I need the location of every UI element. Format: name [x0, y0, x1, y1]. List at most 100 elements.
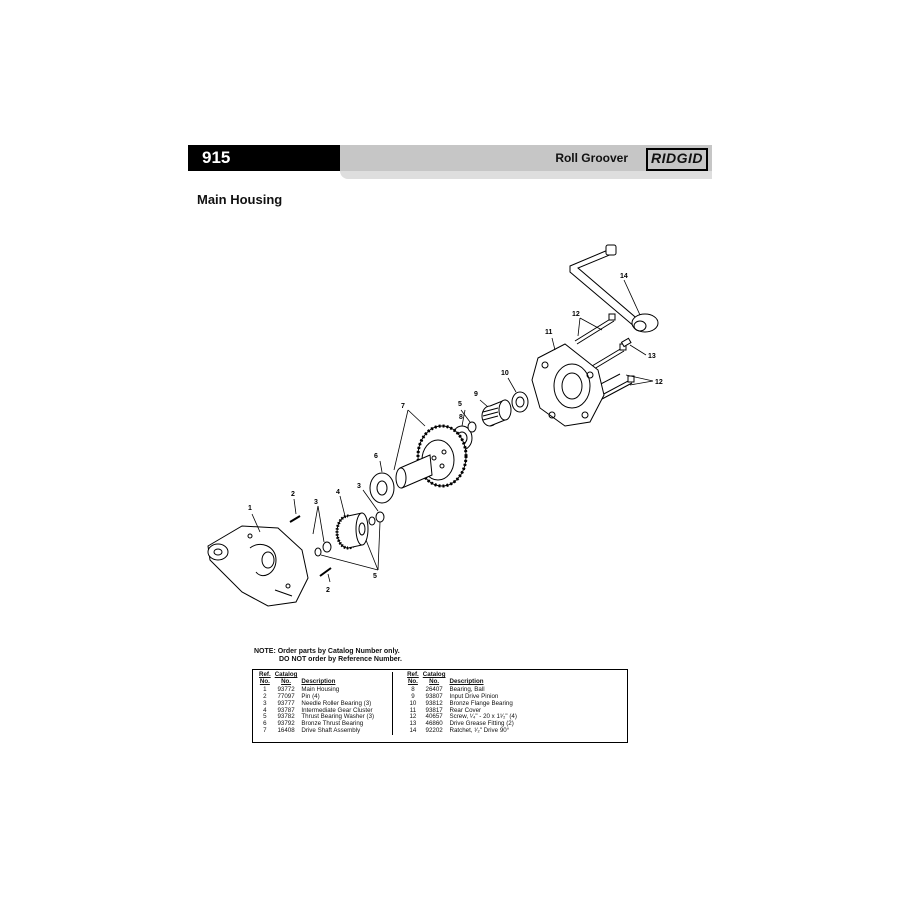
ref-cell: 11	[409, 706, 417, 714]
drive-shaft-gear-part	[395, 424, 468, 489]
ref-cell: 2	[263, 692, 267, 700]
title-strip	[340, 171, 712, 179]
description-header: Description	[301, 677, 336, 685]
ref-cell: 10	[409, 699, 417, 707]
screw-part	[574, 313, 616, 345]
grease-fitting-part	[620, 337, 632, 348]
callout-2-top: 2	[291, 491, 295, 498]
thrust-washer-part	[368, 516, 376, 526]
description-cell: Bearing, Ball	[449, 685, 485, 693]
ref-cell: 9	[411, 692, 415, 700]
table-row: 10 93812 Bronze Flange Bearing	[407, 699, 521, 708]
input-drive-pinion-part	[481, 399, 512, 427]
description-cell: Drive Shaft Assembly	[301, 727, 361, 735]
ref-header: Ref.No.	[407, 671, 419, 685]
callout-8: 8	[459, 414, 463, 421]
description-cell: Needle Roller Bearing (3)	[301, 699, 372, 707]
callout-2-bottom: 2	[326, 587, 330, 594]
catalog-cell: 92202	[425, 727, 443, 735]
description-cell: Input Drive Pinion	[449, 692, 499, 700]
exploded-parts-diagram: 14 12 11 13 12 10 9 5 8 7 6 3 4 3 2 1 5 …	[207, 244, 663, 607]
callout-5-top: 5	[458, 401, 462, 408]
callout-12-right: 12	[655, 379, 663, 386]
catalog-cell: 77097	[277, 692, 295, 700]
table-row: 14 92202 Ratchet, ¹⁄₂" Drive 90°	[407, 727, 521, 735]
description-cell: Intermediate Gear Cluster	[301, 706, 373, 714]
description-cell: Bronze Flange Bearing	[449, 699, 513, 707]
description-header: Description	[449, 677, 484, 685]
description-cell: Screw, ¹⁄₄" - 20 x 1¹⁄₂" (4)	[449, 713, 517, 721]
callout-3-mid: 3	[357, 483, 361, 490]
table-row: 6 93792 Bronze Thrust Bearing	[259, 720, 378, 728]
ref-cell: 5	[263, 713, 267, 721]
ref-cell: 13	[409, 720, 417, 728]
note-line-1: NOTE: Order parts by Catalog Number only…	[254, 648, 400, 655]
table-row: 12 40657 Screw, ¹⁄₄" - 20 x 1¹⁄₂" (4)	[407, 714, 521, 721]
callout-14: 14	[620, 273, 628, 280]
thrust-washer-part	[314, 547, 322, 557]
ref-cell: 12	[409, 713, 417, 721]
catalog-cell: 93777	[277, 699, 295, 707]
bronze-thrust-bearing-part	[369, 472, 395, 504]
screw-part	[591, 343, 627, 370]
ref-cell: 14	[409, 727, 417, 735]
pin-part	[289, 515, 301, 523]
callout-12-top: 12	[572, 311, 580, 318]
table-row: 8 26407 Bearing, Ball	[407, 685, 521, 694]
callout-4: 4	[336, 489, 340, 496]
ref-cell: 3	[263, 699, 267, 707]
callout-10: 10	[501, 370, 509, 377]
ref-cell: 7	[263, 727, 267, 735]
callout-5-bottom: 5	[373, 573, 377, 580]
title-bar: Roll Groover RIDGID	[340, 145, 712, 171]
callout-3-left: 3	[314, 499, 318, 506]
thrust-washer-part	[467, 421, 477, 433]
catalog-cell: 93782	[277, 713, 295, 721]
model-number: 915	[188, 145, 340, 171]
table-divider	[392, 672, 394, 736]
main-housing-part	[207, 525, 309, 607]
catalog-cell: 26407	[425, 685, 443, 693]
ref-header: Ref.No.	[259, 671, 271, 685]
rear-cover-part	[531, 343, 605, 427]
ref-cell: 1	[263, 685, 267, 693]
ref-cell: 4	[263, 706, 267, 714]
catalog-cell: 93792	[277, 720, 295, 728]
callout-13: 13	[648, 353, 656, 360]
flange-bearing-part	[511, 391, 529, 413]
callout-6: 6	[374, 453, 378, 460]
description-cell: Drive Grease Fitting (2)	[449, 720, 514, 728]
description-cell: Thrust Bearing Washer (3)	[301, 713, 375, 721]
pin-part	[319, 567, 332, 577]
callout-7: 7	[401, 403, 405, 410]
catalog-cell: 16408	[277, 727, 295, 735]
ref-cell: 6	[263, 720, 267, 728]
description-cell: Ratchet, ¹⁄₂" Drive 90°	[449, 727, 510, 735]
description-cell: Bronze Thrust Bearing	[301, 720, 364, 728]
ratchet-handle-part	[569, 244, 659, 333]
product-title: Roll Groover	[555, 151, 628, 165]
catalog-cell: 46860	[425, 720, 443, 728]
catalog-cell: 40657	[425, 713, 443, 721]
table-row: 9 93807 Input Drive Pinion	[407, 692, 521, 701]
catalog-cell: 93787	[277, 706, 295, 714]
callout-1: 1	[248, 505, 252, 512]
catalog-cell: 93812	[425, 699, 443, 707]
ref-cell: 8	[411, 685, 415, 693]
catalog-cell: 93807	[425, 692, 443, 700]
callout-9: 9	[474, 391, 478, 398]
description-cell: Pin (4)	[301, 692, 320, 700]
page-header: 915 Roll Groover RIDGID	[188, 145, 712, 179]
ordering-note: NOTE: Order parts by Catalog Number only…	[254, 648, 402, 664]
table-row: 3 93777 Needle Roller Bearing (3)	[259, 699, 378, 708]
table-row: 7 16408 Drive Shaft Assembly	[259, 727, 378, 735]
screw-part	[599, 375, 635, 400]
description-cell: Rear Cover	[449, 706, 482, 714]
